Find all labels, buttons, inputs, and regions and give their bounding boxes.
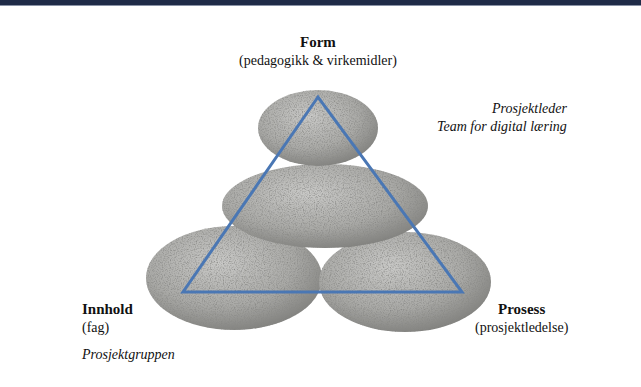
corner-subtitle: (prosjektledelse) [475, 320, 568, 337]
corner-title: Innhold [82, 300, 133, 318]
top-rule [0, 5, 641, 6]
role-note: Prosjektgruppen [82, 347, 175, 364]
corner-subtitle: (pedagogikk & virkemidler) [239, 53, 397, 70]
corner-title: Form [300, 33, 336, 51]
corner-title: Prosess [498, 300, 545, 318]
corner-subtitle: (fag) [82, 320, 109, 337]
triangle-outline [183, 97, 462, 292]
role-note: Prosjektleder [492, 101, 567, 118]
role-note: Team for digital læring [437, 119, 567, 136]
top-bar [0, 0, 641, 5]
